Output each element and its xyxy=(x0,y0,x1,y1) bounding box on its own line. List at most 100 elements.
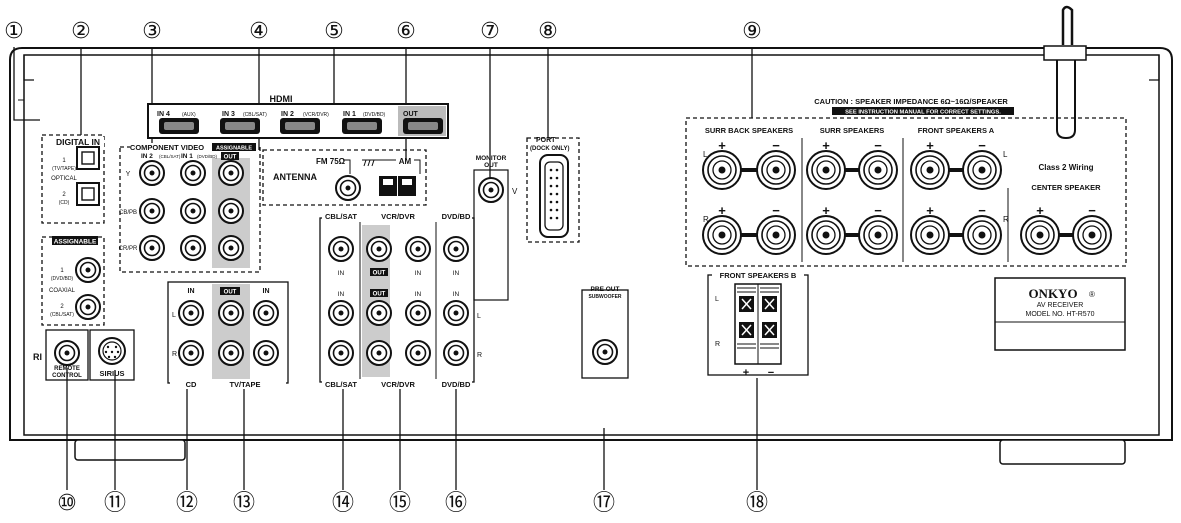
optical-1-port xyxy=(76,146,100,170)
svg-text:CBL/SAT: CBL/SAT xyxy=(325,380,357,389)
svg-text:+: + xyxy=(926,203,934,218)
svg-text:ANTENNA: ANTENNA xyxy=(273,172,317,182)
svg-text:FRONT SPEAKERS A: FRONT SPEAKERS A xyxy=(918,126,995,135)
svg-text:OUT: OUT xyxy=(373,271,386,277)
remote-sirius-section: RI REMOTE CONTROL SIRIUS xyxy=(33,329,135,381)
svg-text:OPTICAL: OPTICAL xyxy=(51,176,77,182)
svg-text:SUBWOOFER: SUBWOOFER xyxy=(588,294,621,300)
svg-text:+: + xyxy=(926,138,934,153)
svg-text:−: − xyxy=(772,138,780,153)
svg-text:VCR/DVR: VCR/DVR xyxy=(381,380,415,389)
svg-text:OUT: OUT xyxy=(373,292,386,298)
svg-text:L: L xyxy=(715,296,719,303)
hdmi-in3-port xyxy=(220,118,260,134)
callout-5: ⑤ xyxy=(324,19,344,44)
svg-text:RI: RI xyxy=(33,352,42,362)
hdmi-in2-port xyxy=(280,118,320,134)
callout-15: ⑮ xyxy=(389,491,411,516)
callout-10: ⑩ xyxy=(57,491,77,516)
svg-text:2: 2 xyxy=(60,304,64,310)
svg-text:+: + xyxy=(822,203,830,218)
svg-text:REMOTE: REMOTE xyxy=(54,366,80,372)
callout-6: ⑥ xyxy=(396,19,416,44)
callout-14: ⑭ xyxy=(332,491,354,516)
remote-control-port xyxy=(54,340,80,366)
antenna-section: ANTENNA FM 75Ω AM xyxy=(262,149,427,206)
power-cord xyxy=(1043,5,1087,140)
svg-text:®: ® xyxy=(1089,290,1095,299)
callout-11: ⑪ xyxy=(104,491,126,516)
svg-text:MODEL NO. HT-R570: MODEL NO. HT-R570 xyxy=(1026,311,1095,318)
svg-text:COMPONENT VIDEO: COMPONENT VIDEO xyxy=(130,143,204,152)
callout-13: ⑬ xyxy=(233,491,255,516)
svg-text:IN: IN xyxy=(338,270,345,277)
svg-text:L: L xyxy=(703,150,708,159)
svg-text:CD: CD xyxy=(186,380,197,389)
brand-logo: ONKYO xyxy=(1028,286,1077,301)
callout-12: ⑫ xyxy=(176,491,198,516)
svg-text:SURR BACK SPEAKERS: SURR BACK SPEAKERS xyxy=(705,126,793,135)
svg-text:IN: IN xyxy=(263,288,270,295)
svg-text:Y: Y xyxy=(126,171,131,178)
component-video-section: COMPONENT VIDEO ASSIGNABLE IN 2 (CBL/SAT… xyxy=(119,143,261,273)
svg-text:IN: IN xyxy=(415,291,422,298)
svg-text:CONTROL: CONTROL xyxy=(52,373,82,379)
callout-numbers: ① ② ③ ④ ⑤ ⑥ ⑦ ⑧ ⑨ ⑩ ⑪ ⑫ ⑬ ⑭ ⑮ ⑯ ⑰ ⑱ xyxy=(4,19,768,516)
callout-leaders xyxy=(13,47,758,490)
svg-text:SIRIUS: SIRIUS xyxy=(99,369,124,378)
svg-text:PRE OUT: PRE OUT xyxy=(591,286,620,293)
speakers-section: CAUTION : SPEAKER IMPEDANCE 6Ω~16Ω/SPEAK… xyxy=(685,97,1127,379)
svg-text:L: L xyxy=(1003,150,1008,159)
hdmi-in1-port xyxy=(342,118,382,134)
svg-text:(CBL/SAT): (CBL/SAT) xyxy=(159,154,181,159)
callout-17: ⑰ xyxy=(593,491,615,516)
digital-in-section: DIGITAL IN 1 (TV/TAPE) OPTICAL 2 (CD) AS… xyxy=(41,134,105,326)
svg-text:IN: IN xyxy=(415,270,422,277)
svg-text:+: + xyxy=(822,138,830,153)
svg-text:ASSIGNABLE: ASSIGNABLE xyxy=(54,239,97,246)
svg-text:1: 1 xyxy=(62,158,66,164)
svg-text:OUT: OUT xyxy=(403,111,419,118)
svg-text:(DOCK ONLY): (DOCK ONLY) xyxy=(530,146,569,152)
svg-text:−: − xyxy=(874,138,882,153)
callout-18: ⑱ xyxy=(746,491,768,516)
svg-text:+: + xyxy=(1036,203,1044,218)
hdmi-in4-port xyxy=(159,118,199,134)
svg-text:−: − xyxy=(978,203,986,218)
svg-text:(CBL/SAT): (CBL/SAT) xyxy=(50,312,74,318)
svg-text:CBL/SAT: CBL/SAT xyxy=(325,212,357,221)
monitor-out-port xyxy=(478,177,504,203)
svg-text:R: R xyxy=(1003,215,1009,224)
svg-text:DVD/BD: DVD/BD xyxy=(442,212,471,221)
svg-text:IN 3: IN 3 xyxy=(222,111,235,118)
svg-text:(DVD/BD): (DVD/BD) xyxy=(197,154,218,159)
callout-9: ⑨ xyxy=(742,19,762,44)
svg-text:IN: IN xyxy=(188,288,195,295)
svg-text:(DVD/BD): (DVD/BD) xyxy=(363,112,386,118)
dock-port-section: PORT (DOCK ONLY) xyxy=(526,137,580,243)
preout-subwoofer-section: PRE OUT SUBWOOFER xyxy=(581,286,629,379)
fm-antenna-port xyxy=(335,175,361,201)
svg-text:FM 75Ω: FM 75Ω xyxy=(316,157,346,166)
svg-text:IN 2: IN 2 xyxy=(281,111,294,118)
callout-2: ② xyxy=(71,19,91,44)
svg-text:OUT: OUT xyxy=(224,290,237,296)
svg-text:DIGITAL IN: DIGITAL IN xyxy=(56,137,100,147)
svg-text:(CBL/SAT): (CBL/SAT) xyxy=(243,112,267,118)
svg-text:AM: AM xyxy=(399,157,412,166)
svg-text:+: + xyxy=(718,203,726,218)
svg-text:DVD/BD: DVD/BD xyxy=(442,380,471,389)
svg-text:SURR SPEAKERS: SURR SPEAKERS xyxy=(820,126,885,135)
svg-text:PORT: PORT xyxy=(536,137,556,144)
svg-text:(DVD/BD): (DVD/BD) xyxy=(51,276,74,282)
hdmi-section: HDMI IN 4 (AUX) IN 3 (CBL/SAT) IN 2 (VCR… xyxy=(147,94,449,139)
svg-text:VCR/DVR: VCR/DVR xyxy=(381,212,415,221)
callout-1: ① xyxy=(4,19,24,44)
svg-text:(VCR/DVR): (VCR/DVR) xyxy=(303,112,329,118)
svg-text:(TV/TAPE): (TV/TAPE) xyxy=(52,166,76,172)
svg-text:−: − xyxy=(1088,203,1096,218)
subwoofer-preout-port xyxy=(592,339,618,365)
svg-text:FRONT SPEAKERS B: FRONT SPEAKERS B xyxy=(720,271,797,280)
svg-text:OUT: OUT xyxy=(224,155,237,161)
